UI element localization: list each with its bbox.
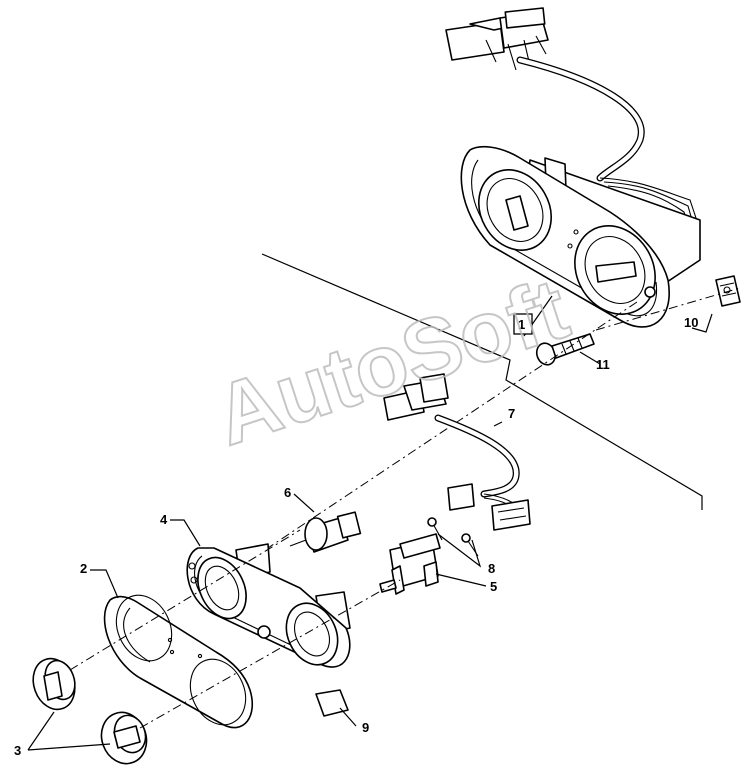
callout-3: 3 [14, 743, 21, 758]
callout-labels: 1 2 3 4 5 6 7 8 9 10 11 [14, 315, 698, 758]
assembled-control-unit [445, 7, 701, 328]
callout-10: 10 [684, 315, 698, 330]
part-9-seal [315, 689, 349, 717]
item-1-box [513, 313, 533, 335]
part-5-switch [379, 533, 441, 595]
part-4-housing [186, 543, 351, 668]
part-8-screws [427, 517, 479, 557]
axis-line-d [139, 579, 401, 729]
callout-9: 9 [362, 720, 369, 735]
callout-7: 7 [508, 406, 515, 421]
callout-leaders [27, 313, 713, 751]
axis-line-c [69, 529, 301, 671]
callout-2: 2 [80, 561, 87, 576]
part-3-knobs [32, 657, 148, 765]
callout-4: 4 [160, 512, 168, 527]
callout-8: 8 [488, 561, 495, 576]
assembly-bracket-line [261, 253, 703, 510]
axis-line-a [595, 287, 741, 331]
callout-6: 6 [284, 485, 291, 500]
assembled-face-plate [460, 145, 670, 328]
part-6-rotary-knob [289, 511, 362, 553]
part-7-harness [383, 373, 531, 531]
axis-line-b [249, 299, 641, 561]
callout-1: 1 [518, 317, 525, 332]
top-connector [445, 7, 549, 71]
callout-11: 11 [596, 357, 610, 372]
watermark: AutoSoft [204, 261, 579, 464]
callout-5: 5 [490, 579, 497, 594]
